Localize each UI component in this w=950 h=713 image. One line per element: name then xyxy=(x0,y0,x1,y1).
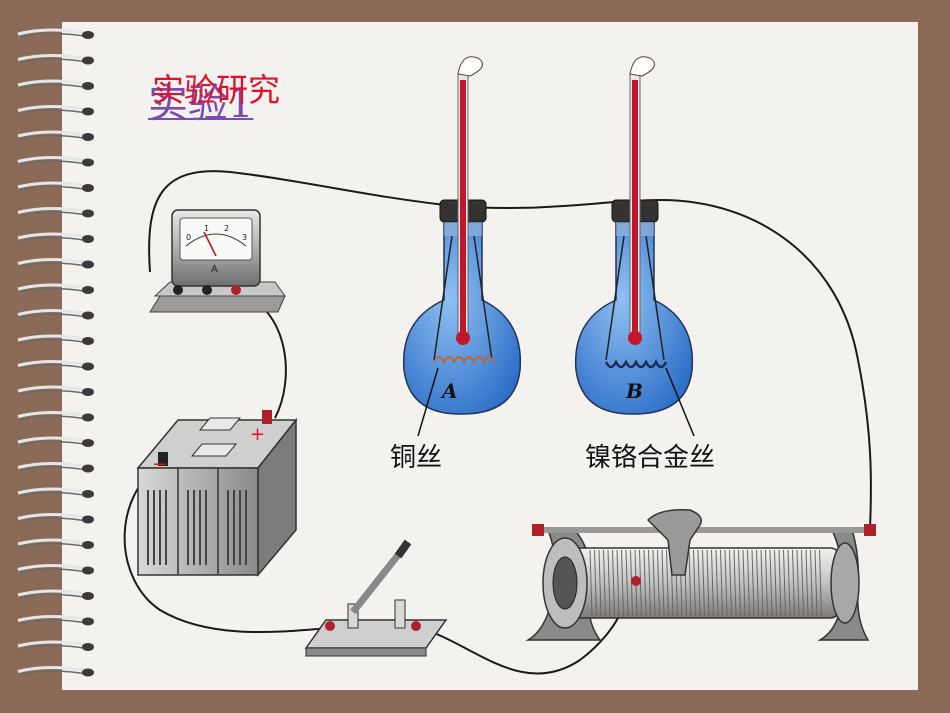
spiral-ring xyxy=(17,462,94,473)
battery-terminal-positive xyxy=(262,410,272,424)
battery-terminal-negative xyxy=(158,452,168,466)
ammeter-tick-1: 1 xyxy=(204,224,209,233)
spiral-ring xyxy=(17,487,94,498)
flask-b: B xyxy=(574,56,695,437)
battery-minus-sign: − xyxy=(152,454,167,475)
spiral-ring xyxy=(17,79,94,90)
circuit-wires xyxy=(123,170,872,675)
spiral-ring xyxy=(17,105,94,116)
title-overlay: 实验研究 xyxy=(152,71,281,109)
spiral-ring xyxy=(17,564,94,575)
battery-plus-sign: + xyxy=(250,424,265,445)
spiral-ring xyxy=(17,360,94,371)
nichrome-wire-coil xyxy=(604,359,668,369)
spiral-binding xyxy=(17,28,94,677)
ammeter-tick-2: 2 xyxy=(224,224,229,233)
ammeter-tick-3: 3 xyxy=(242,233,247,242)
knife-switch xyxy=(304,539,448,657)
spiral-ring xyxy=(17,54,94,65)
spiral-ring xyxy=(17,666,94,677)
spiral-ring xyxy=(17,513,94,524)
switch-blade xyxy=(350,547,405,615)
ammeter-terminal-right xyxy=(231,285,241,295)
spiral-ring xyxy=(17,156,94,167)
spiral-ring xyxy=(17,181,94,192)
spiral-ring xyxy=(17,538,94,549)
spiral-ring xyxy=(17,309,94,320)
spiral-ring xyxy=(17,589,94,600)
ammeter-terminal-left xyxy=(173,285,183,295)
ammeter-tick-0: 0 xyxy=(186,233,191,242)
spiral-ring xyxy=(17,640,94,651)
spiral-ring xyxy=(17,615,94,626)
title-main: 实验1 xyxy=(148,81,254,127)
battery: + − xyxy=(136,410,298,578)
spiral-ring xyxy=(17,28,94,39)
spiral-ring xyxy=(17,385,94,396)
pointer-nichrome xyxy=(665,367,695,437)
spiral-ring xyxy=(17,232,94,243)
pointer-copper xyxy=(417,367,439,437)
spiral-ring xyxy=(17,283,94,294)
copper-wire-coil xyxy=(433,356,495,365)
flask-a-letter: A xyxy=(440,379,458,403)
spiral-ring xyxy=(17,207,94,218)
label-nichrome-wire: 镍铬合金丝 xyxy=(585,443,716,473)
rheostat-slider xyxy=(646,508,702,576)
spiral-ring xyxy=(17,436,94,447)
label-copper-wire: 铜丝 xyxy=(390,443,443,473)
wire-battery-switch xyxy=(123,461,331,634)
ammeter-terminal-mid xyxy=(202,285,212,295)
flask-a: A xyxy=(402,56,522,437)
wire-top xyxy=(148,170,872,529)
ammeter-symbol: A xyxy=(211,264,218,275)
spiral-ring xyxy=(17,334,94,345)
flask-b-letter: B xyxy=(625,379,643,403)
spiral-ring xyxy=(17,130,94,141)
ammeter: 0 1 2 3 A xyxy=(149,209,286,313)
rheostat xyxy=(525,508,876,641)
spiral-ring xyxy=(17,258,94,269)
spiral-ring xyxy=(17,411,94,422)
